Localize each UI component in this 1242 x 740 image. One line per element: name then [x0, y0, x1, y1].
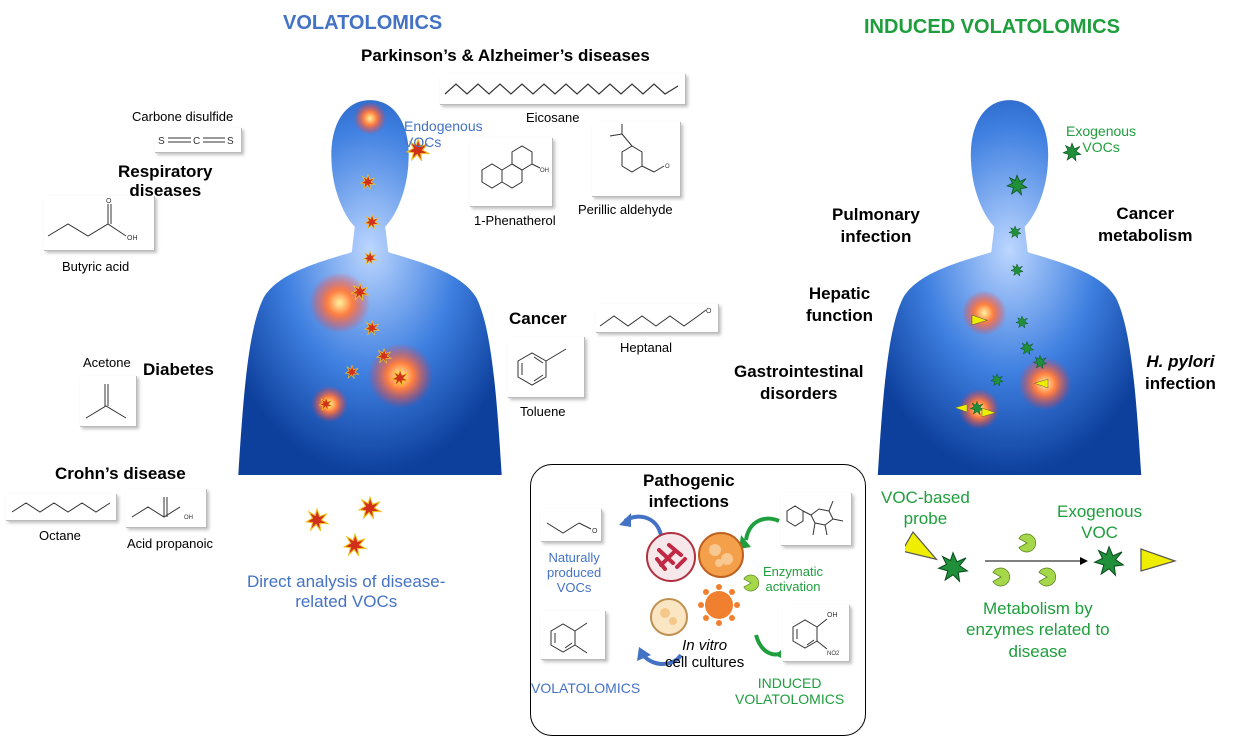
- endogenous-vocs-label: Endogenous VOCs: [404, 118, 483, 151]
- volatolomics-title: VOLATOLOMICS: [283, 12, 443, 34]
- disease-pulmonary-label: Pulmonary infection: [832, 205, 920, 247]
- disease-gastro-label: Gastrointestinal disorders: [734, 362, 864, 404]
- molecule-butyric-acid: O OH: [44, 196, 155, 251]
- disease-crohn-label: Crohn’s disease: [55, 464, 186, 483]
- panel-aldehyde-o-atom: O: [592, 528, 598, 535]
- perillic-o-atom: O: [665, 164, 670, 170]
- molecule-carbone-disulfide: S C S: [155, 128, 242, 153]
- carbone-disulfide-label: Carbone disulfide: [132, 109, 234, 124]
- eicosane-label: Eicosane: [526, 110, 580, 125]
- molecule-eicosane: [440, 74, 686, 105]
- molecule-heptanal: O: [596, 304, 719, 333]
- panel-title: Pathogenic infections: [643, 471, 735, 512]
- molecule-phenatherol: OH: [470, 138, 553, 207]
- phenatherol-oh-atom: OH: [540, 168, 549, 174]
- pathogenic-infection-panel: Pathogenic infections O Naturally produc…: [530, 464, 866, 736]
- enzymatic-activation-label: Enzymatic activation: [763, 564, 823, 594]
- panel-cells-graphic: [619, 513, 781, 666]
- butyric-oh-atom: OH: [127, 235, 138, 242]
- hpylori-rest: infection: [1145, 374, 1216, 394]
- metabolism-label: Metabolism by enzymes related to disease: [966, 599, 1110, 661]
- disease-hepatic-label: Hepatic function: [806, 284, 874, 326]
- in-vitro-label: In vitro cell cultures: [665, 637, 744, 672]
- cs2-s2-atom: S: [227, 136, 234, 147]
- disease-respiratory-label: Respiratory diseases: [118, 162, 213, 200]
- panel-molecule-nitrophenol: OH NO2: [783, 605, 850, 662]
- molecule-propanoic-acid: OH: [126, 489, 207, 528]
- toluene-label: Toluene: [520, 404, 566, 419]
- exogenous-voc-label: Exogenous VOC: [1057, 502, 1143, 543]
- panel-molecule-glycoside: [781, 493, 852, 546]
- disease-hpylori-label: H. pylori infection: [1145, 351, 1216, 395]
- propanoic-oh-atom: OH: [184, 515, 193, 521]
- panel-volatolomics-label: VOLATOLOMICS: [531, 680, 641, 696]
- propanoic-label: Acid propanoic: [127, 536, 213, 551]
- cs2-s1-atom: S: [158, 136, 165, 147]
- heptanal-o-atom: O: [706, 308, 712, 315]
- hpylori-italic: H. pylori: [1146, 352, 1215, 371]
- perillic-label: Perillic aldehyde: [578, 202, 673, 217]
- disease-neuro-label: Parkinson’s & Alzheimer’s diseases: [361, 46, 650, 65]
- panel-molecule-aldehyde: O: [541, 509, 602, 542]
- acetone-label: Acetone: [83, 355, 131, 370]
- nitrophenol-oh-atom: OH: [827, 612, 838, 619]
- butyric-o-atom: O: [106, 198, 112, 205]
- disease-cancer-metabolism-label: Cancer metabolism: [1098, 204, 1193, 246]
- disease-diabetes-label: Diabetes: [143, 360, 214, 379]
- phenatherol-label: 1-Phenatherol: [474, 213, 556, 228]
- butyric-label: Butyric acid: [62, 259, 130, 274]
- voc-probe-label: VOC-based probe: [881, 488, 970, 529]
- direct-analysis-caption: Direct analysis of disease- related VOCs: [247, 572, 446, 612]
- panel-molecule-xylene: [541, 611, 606, 660]
- cs2-c-atom: C: [193, 136, 200, 147]
- naturally-produced-label: Naturally produced VOCs: [547, 550, 602, 595]
- probe-mechanism-graphic: [905, 531, 1176, 587]
- disease-cancer-label: Cancer: [509, 309, 567, 328]
- heptanal-label: Heptanal: [620, 340, 673, 355]
- panel-induced-label: INDUCED VOLATOLOMICS: [735, 675, 845, 708]
- in-vitro-italic: In vitro: [682, 637, 728, 654]
- octane-label: Octane: [39, 528, 81, 543]
- released-voc-stars: [305, 496, 382, 557]
- exogenous-vocs-label: Exogenous VOCs: [1066, 123, 1137, 156]
- in-vitro-rest: cell cultures: [665, 654, 745, 672]
- molecule-acetone: [80, 376, 137, 427]
- molecule-toluene: [508, 337, 585, 398]
- molecule-octane: [6, 494, 117, 521]
- induced-volatolomics-title: INDUCED VOLATOLOMICS: [864, 16, 1120, 38]
- molecule-perillic-aldehyde: O: [592, 122, 681, 197]
- nitrophenol-no2-atom: NO2: [827, 651, 840, 657]
